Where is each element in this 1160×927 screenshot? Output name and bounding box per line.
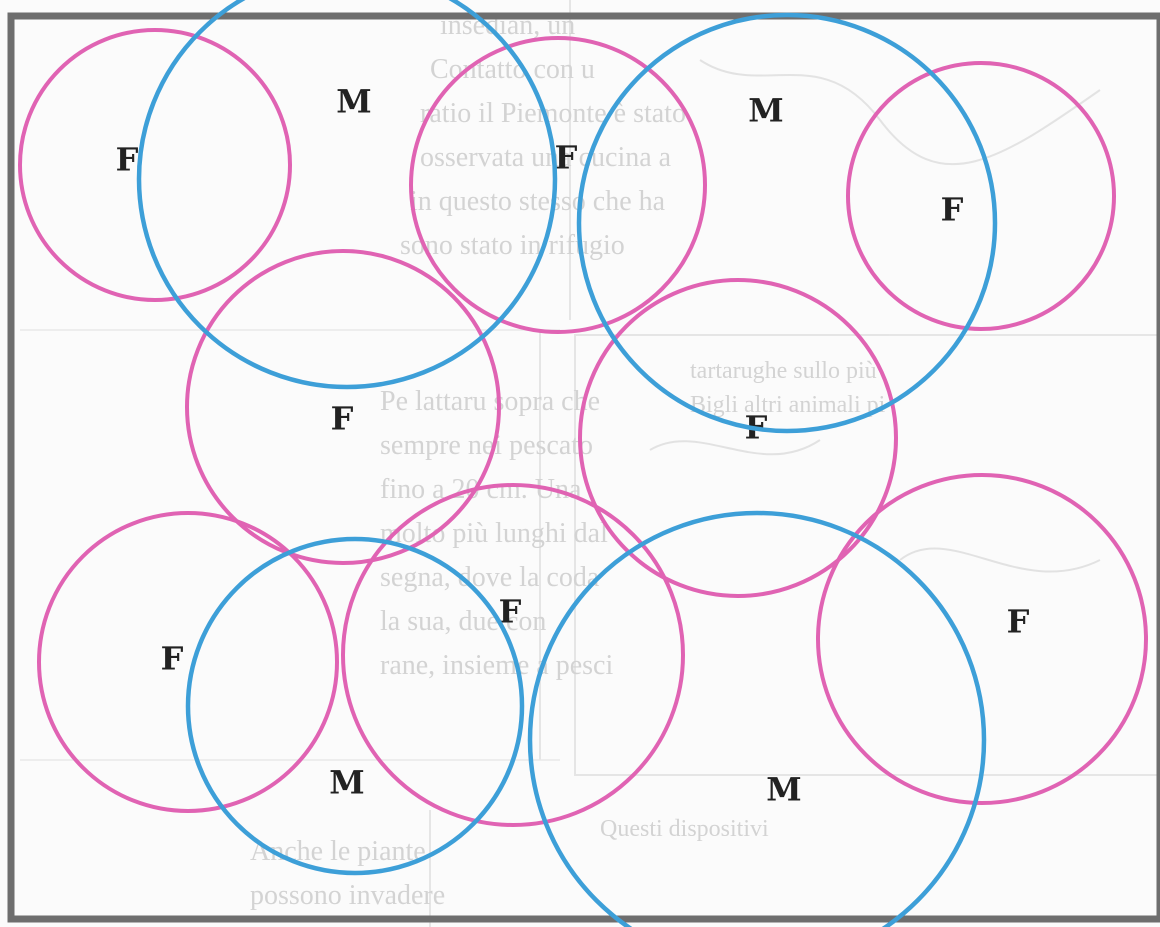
bg-text-line: possono invadere bbox=[250, 880, 445, 911]
bg-text-line: sono stato in rifugio bbox=[400, 230, 625, 261]
bg-text-line: in questo stesso che ha bbox=[410, 186, 666, 217]
bg-text-line: segna, dove la coda bbox=[380, 562, 600, 593]
bg-text-line: tartarughe sullo più bbox=[690, 358, 877, 384]
male-label: M bbox=[748, 92, 783, 130]
female-label: F bbox=[161, 640, 184, 678]
female-label: F bbox=[555, 139, 578, 177]
bg-text-line: Bigli altri animali pi bbox=[690, 392, 886, 418]
male-label: M bbox=[766, 771, 801, 809]
female-label: F bbox=[331, 400, 354, 438]
female-label: F bbox=[116, 141, 139, 179]
bg-text-line: Questi dispositivi bbox=[600, 816, 769, 842]
bg-text-line: osservata una cucina a bbox=[420, 142, 672, 173]
bg-text-line: ratio il Piemonte è stato bbox=[420, 98, 686, 129]
male-label: M bbox=[336, 83, 371, 121]
bg-text-line: Pe lattaru sopra che bbox=[380, 386, 600, 417]
bg-text-line: sempre nei pescato bbox=[380, 430, 593, 461]
male-label: M bbox=[329, 764, 364, 802]
bg-text-line: rane, insieme a pesci bbox=[380, 650, 613, 681]
female-label: F bbox=[941, 191, 964, 229]
female-label: F bbox=[1007, 603, 1030, 641]
bg-text-line: la sua, due con bbox=[380, 606, 546, 637]
